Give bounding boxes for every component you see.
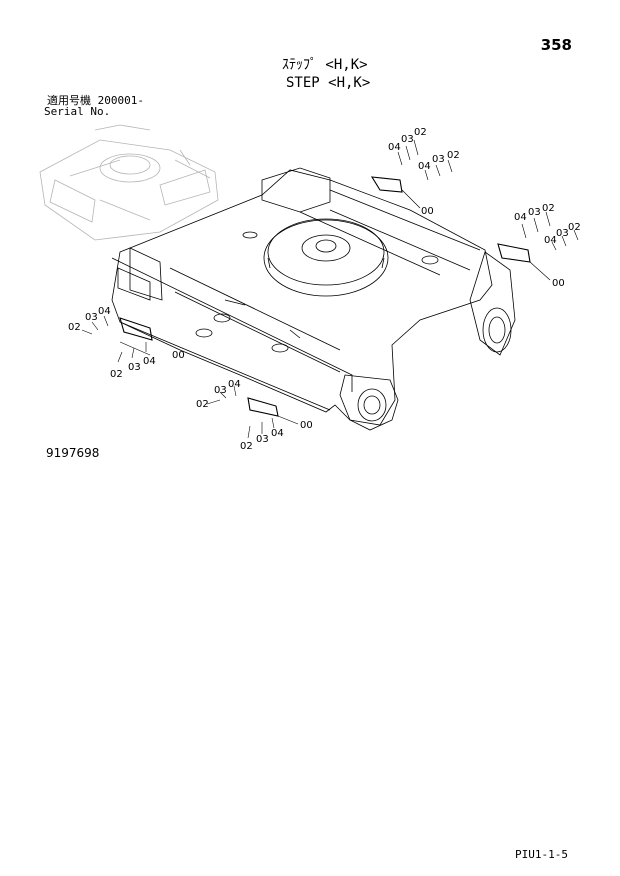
- callout-label: 04: [228, 379, 241, 390]
- callout-label: 03: [256, 434, 269, 445]
- callout-label: 04: [388, 142, 401, 153]
- callout-label: 04: [98, 306, 111, 317]
- callout-labels: 04 03 02 04 03 02 00 04 03 02 04 03 02 0…: [68, 127, 581, 452]
- leader-lines: [81, 139, 579, 439]
- callout-label: 02: [68, 322, 81, 333]
- callout-label: 03: [401, 134, 414, 145]
- page-code: PIU1-1-5: [515, 848, 568, 861]
- callout-label: 03: [214, 385, 227, 396]
- serial-label-english: Serial No.: [44, 105, 111, 118]
- callout-label: 03: [85, 312, 98, 323]
- page-number: 358: [540, 36, 572, 54]
- drawing-number: 9197698: [46, 446, 100, 460]
- callout-label: 04: [418, 161, 431, 172]
- undercarriage-frame-drawing: [39, 124, 579, 439]
- page-title-japanese: ｽﾃｯﾌﾟ <H,K>: [282, 57, 368, 73]
- callout-label: 03: [432, 154, 445, 165]
- callout-label: 03: [556, 228, 569, 239]
- callout-label: 02: [110, 369, 123, 380]
- callout-label: 03: [128, 362, 141, 373]
- callout-label: 04: [143, 356, 156, 367]
- callout-label: 03: [528, 207, 541, 218]
- page-title-english: STEP <H,K>: [286, 75, 371, 91]
- callout-label: 04: [544, 235, 557, 246]
- callout-label: 02: [542, 203, 555, 214]
- callout-label: 02: [447, 150, 460, 161]
- callout-label: 02: [240, 441, 253, 452]
- callout-label: 00: [172, 350, 185, 361]
- callout-label: 02: [196, 399, 209, 410]
- serial-label-japanese: 適用号機 200001-: [47, 94, 144, 107]
- callout-label: 00: [552, 278, 565, 289]
- callout-label: 04: [271, 428, 284, 439]
- callout-label: 00: [300, 420, 313, 431]
- callout-label: 04: [514, 212, 527, 223]
- callout-label: 02: [414, 127, 427, 138]
- step-brackets: [119, 176, 531, 417]
- inset-thumbnail: [39, 124, 219, 241]
- callout-label: 00: [421, 206, 434, 217]
- callout-label: 02: [568, 222, 581, 233]
